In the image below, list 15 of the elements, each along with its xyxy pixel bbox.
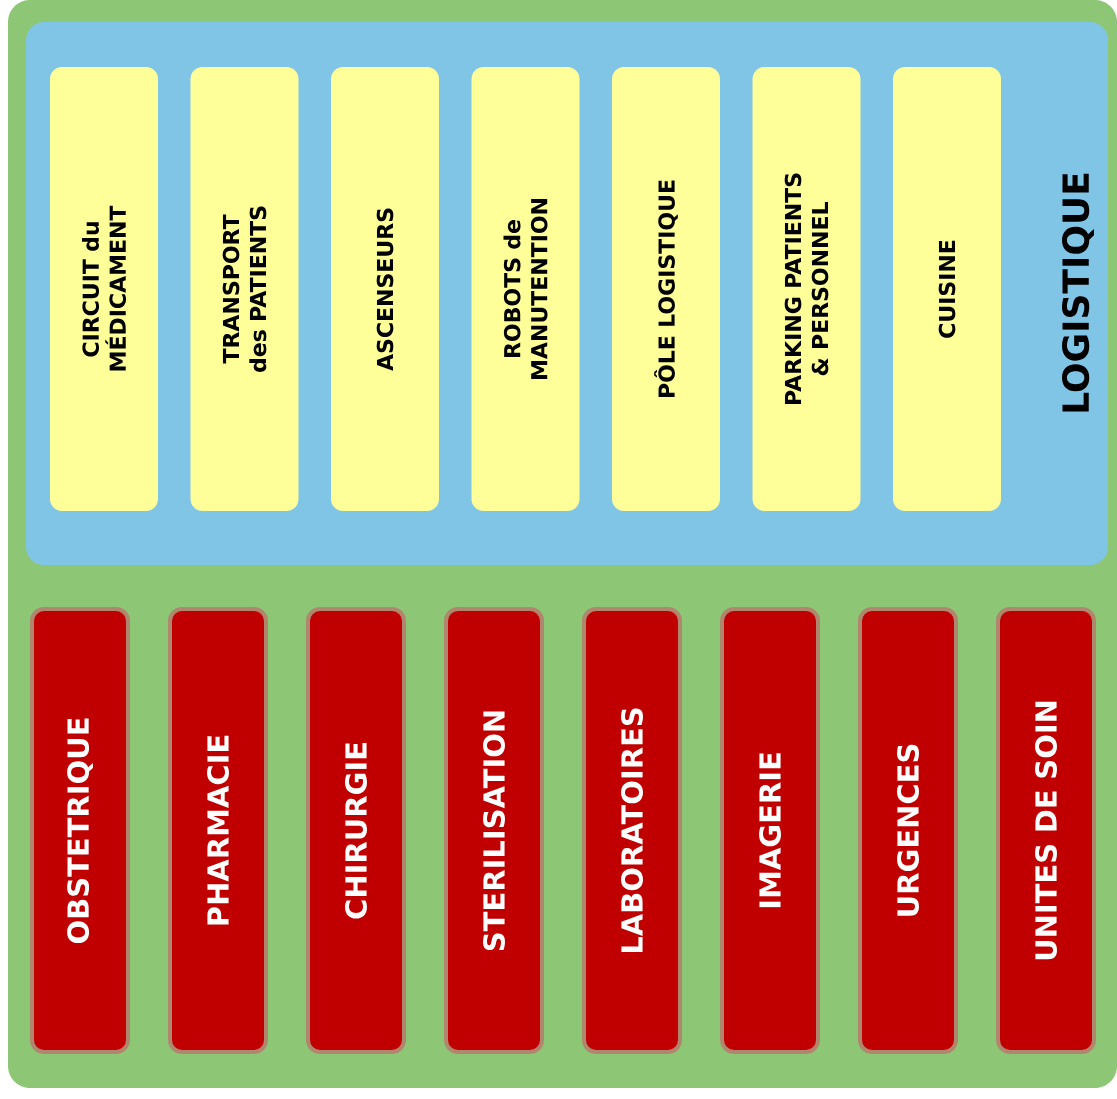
department-box: OBSTETRIQUE bbox=[30, 607, 130, 1054]
department-box: STERILISATION bbox=[444, 607, 544, 1054]
department-box: PHARMACIE bbox=[168, 607, 268, 1054]
service-box: CUISINE bbox=[893, 67, 1001, 511]
service-box: ASCENSEURS bbox=[331, 67, 439, 511]
service-box: PÔLE LOGISTIQUE bbox=[612, 67, 720, 511]
service-box: TRANSPORT des PATIENTS bbox=[190, 67, 299, 511]
service-box: PARKING PATIENTS & PERSONNEL bbox=[752, 67, 861, 511]
department-box: CHIRURGIE bbox=[306, 607, 406, 1054]
service-box: ROBOTS de MANUTENTION bbox=[471, 67, 580, 511]
department-box: LABORATOIRES bbox=[582, 607, 682, 1054]
department-box: UNITES DE SOIN bbox=[996, 607, 1096, 1054]
service-box: CIRCUIT du MÉDICAMENT bbox=[50, 67, 158, 511]
department-box: URGENCES bbox=[858, 607, 958, 1054]
department-box: IMAGERIE bbox=[720, 607, 820, 1054]
